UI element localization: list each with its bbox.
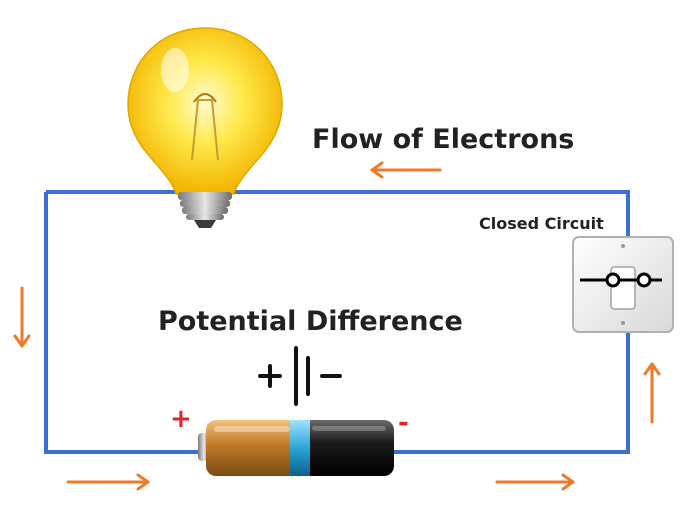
circuit-wire [44,190,630,454]
light-bulb-icon [127,27,283,228]
battery-icon [198,420,394,476]
arrow-bottom-right-1 [66,473,150,491]
battery-negative-sign: - [398,408,409,438]
electron-flow-arrows [13,161,661,491]
battery-positive-sign: + [170,404,192,434]
closed-circuit-label: Closed Circuit [479,214,604,233]
arrow-top-left [370,161,442,179]
flow-of-electrons-label: Flow of Electrons [312,124,575,155]
arrow-bottom-right-2 [495,473,575,491]
cell-symbol-icon [258,346,342,406]
switch-icon [572,236,674,333]
potential-difference-label: Potential Difference [158,306,463,337]
arrow-right-up [643,362,661,424]
arrow-left-down [13,286,31,348]
